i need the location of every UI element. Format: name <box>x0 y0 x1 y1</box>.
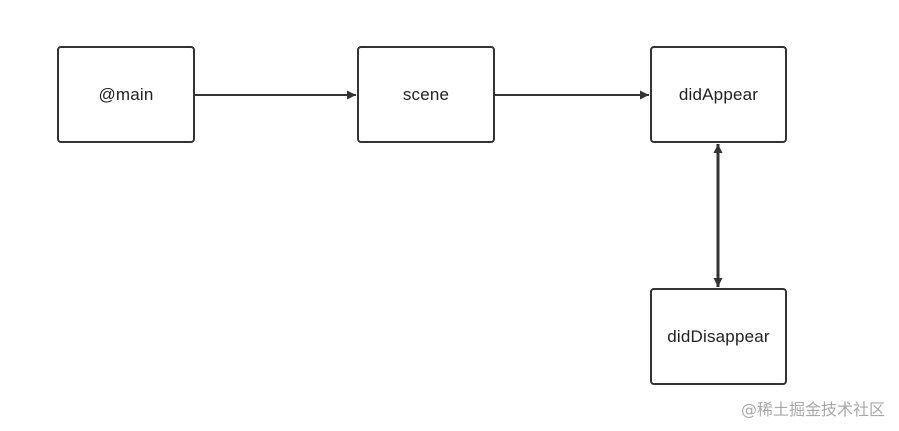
node-diddisappear-label: didDisappear <box>667 326 770 346</box>
node-didappear-label: didAppear <box>678 84 759 104</box>
node-diddisappear: didDisappear <box>650 288 787 385</box>
node-scene-label: scene <box>402 84 450 104</box>
watermark-text: @稀土掘金技术社区 <box>740 400 885 419</box>
node-main-label: @main <box>98 84 154 104</box>
node-didappear: didAppear <box>650 46 787 143</box>
node-main: @main <box>57 46 195 143</box>
node-scene: scene <box>357 46 495 143</box>
